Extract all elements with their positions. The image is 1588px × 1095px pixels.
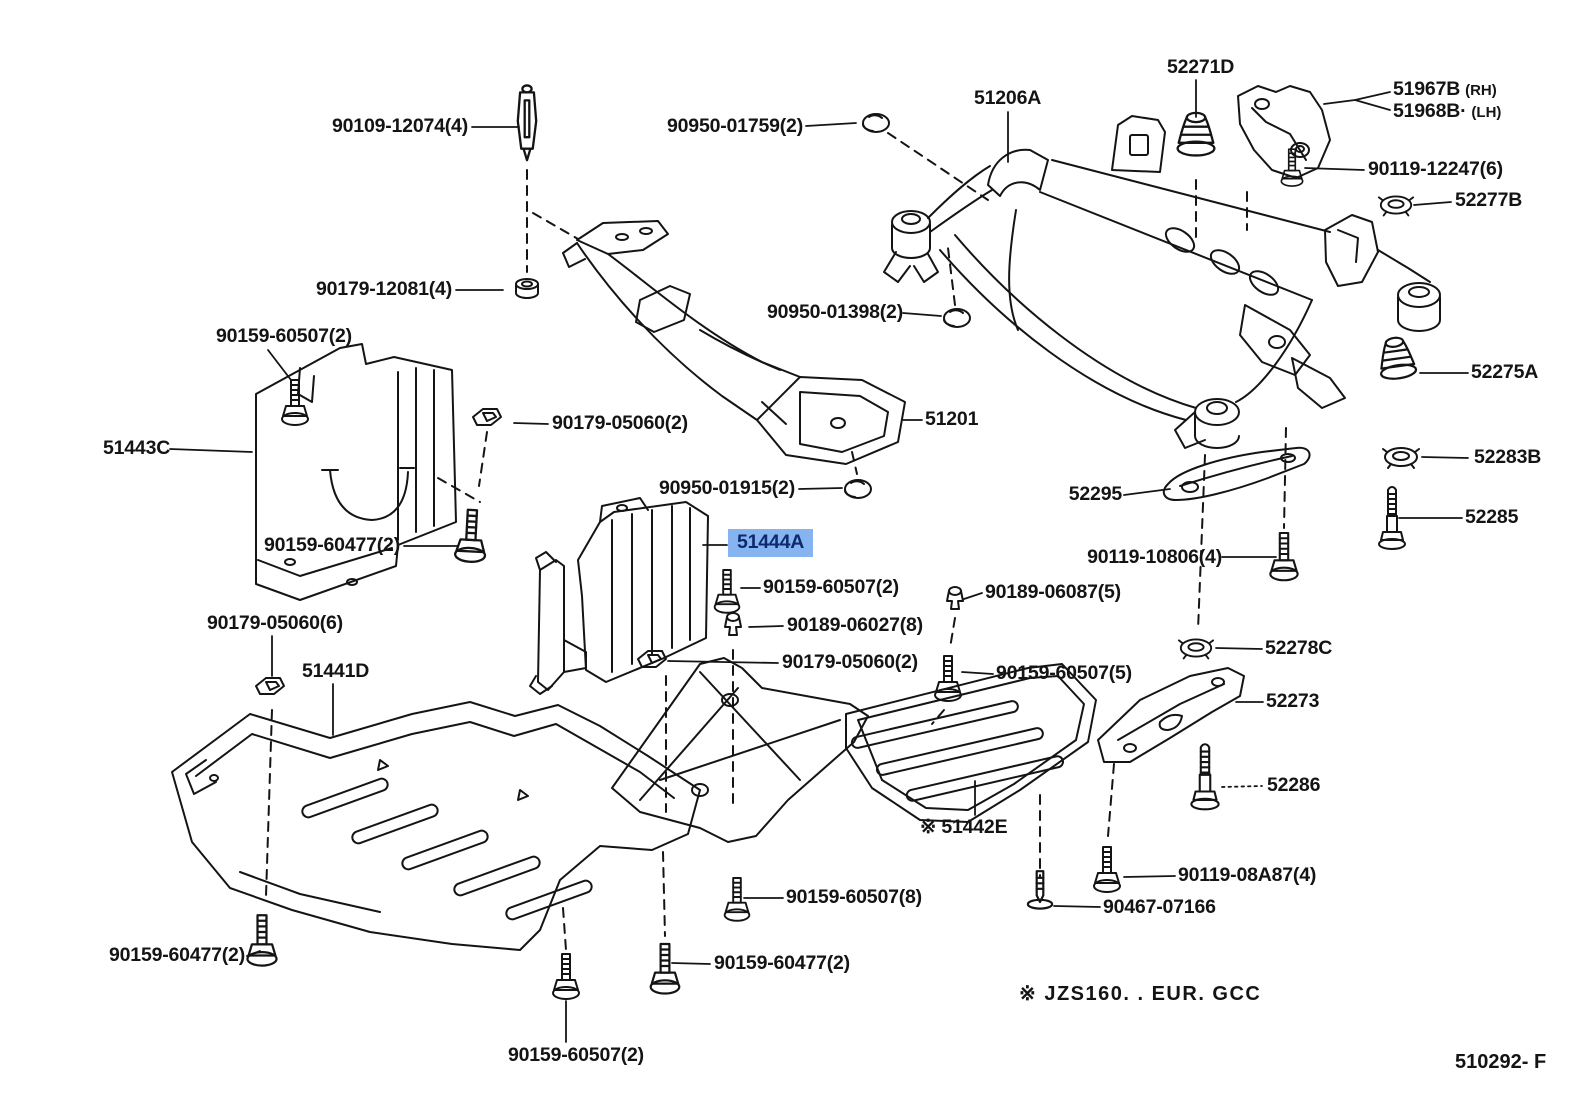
part-number: 51968B· [1393,100,1467,122]
part-label-51967B[interactable]: 51967B(RH) [1393,79,1497,101]
part-label-51206A[interactable]: 51206A [974,87,1042,109]
part-label-52295[interactable]: 52295 [1068,483,1122,505]
part-label-90189-06027[interactable]: 90189-06027(8) [787,614,923,636]
part-label-90119-08A87[interactable]: 90119-08A87(4) [1178,864,1317,886]
part-label-90119-12247[interactable]: 90119-12247(6) [1368,158,1503,180]
part-label-90159-60477-c[interactable]: 90159-60477(2) [714,952,850,974]
part-label-52277B[interactable]: 52277B [1455,189,1523,211]
part-52273-bracket-drawing [1097,667,1245,763]
leader-lines [169,79,1469,1043]
part-label-90159-60507-c[interactable]: 90159-60507(5) [996,662,1132,684]
part-label-90179-05060-a[interactable]: 90179-05060(2) [552,412,688,434]
dashed-connector-lines [265,132,1287,951]
part-label-90159-60477-b[interactable]: 90159-60477(2) [109,944,245,966]
part-label-90159-60507-b[interactable]: 90159-60507(2) [763,576,899,598]
part-label-90159-60507-d[interactable]: 90159-60507(2) [508,1044,644,1066]
part-label-90950-01915[interactable]: 90950-01915(2) [659,477,795,499]
push-pin-clip-icon [946,586,964,610]
push-pin-clip-icon [724,612,742,636]
bolt-icon [934,655,962,702]
variant-note: ※ JZS160. . EUR. GCC [1019,983,1262,1005]
part-label-90109-12074[interactable]: 90109-12074(4) [332,115,468,137]
part-label-52285[interactable]: 52285 [1465,506,1519,528]
part-label-51441D[interactable]: 51441D [302,660,370,682]
retainer-52283B-icon [1382,447,1420,469]
part-label-52283B[interactable]: 52283B [1474,446,1542,468]
part-label-90950-01759[interactable]: 90950-01759(2) [667,115,803,137]
bolt-icon [552,953,580,1000]
bolt-icon [723,877,751,922]
part-51444A-cover-drawing [529,497,709,695]
part-label-52273[interactable]: 52273 [1266,690,1320,712]
part-label-90159-60477-a[interactable]: 90159-60477(2) [264,534,400,556]
part-label-90950-01398[interactable]: 90950-01398(2) [767,301,903,323]
part-label-90179-05060-c[interactable]: 90179-05060(6) [207,612,343,634]
part-label-90179-12081[interactable]: 90179-12081(4) [316,278,452,300]
bolt-icon [246,914,278,967]
part-label-52275A[interactable]: 52275A [1471,361,1539,383]
grommet-90950-01759-icon [862,113,890,133]
small-fasteners [246,84,1420,1000]
cushion-52275A-icon [1375,334,1418,382]
bolt-icon [1093,846,1121,893]
part-label-51443C[interactable]: 51443C [103,437,171,459]
part-suffix: (LH) [1471,104,1502,121]
cushion-52271D-icon [1176,111,1216,157]
part-suffix: (RH) [1465,82,1497,99]
screw-90467-icon [1026,870,1054,910]
part-label-90179-05060-b[interactable]: 90179-05060(2) [782,651,918,673]
retainer-52277B-icon [1377,195,1415,217]
part-label-52278C[interactable]: 52278C [1265,637,1333,659]
part-51967B-bracket-drawing [1237,85,1331,179]
nut-90179-12081-icon [515,278,539,299]
part-51442E-under-cover-drawing [611,657,1097,843]
part-label-51968B[interactable]: 51968B·(LH) [1393,101,1501,123]
figure-code: 510292- F [1455,1051,1547,1073]
part-label-90119-10806[interactable]: 90119-10806(4) [1087,546,1222,568]
retainer-52278C-icon [1177,638,1215,660]
sleeve-90109-icon [516,84,538,162]
bolt-icon [649,942,681,995]
grommet-90950-01915-icon [844,479,872,499]
part-label-51201[interactable]: 51201 [925,408,979,430]
part-52295-brace-drawing [1162,446,1311,501]
part-number: 51967B [1393,78,1461,100]
part-label-90159-60507-e[interactable]: 90159-60507(8) [786,886,922,908]
part-label-51444A[interactable]: 51444A [728,529,814,557]
bolt-icon [453,508,489,564]
clip-icon [255,677,285,695]
part-label-52271D[interactable]: 52271D [1167,56,1235,78]
part-51206A-clamp-drawing [987,148,1049,197]
part-label-90159-60507-a[interactable]: 90159-60507(2) [216,325,352,347]
part-51441D-under-cover-drawing [171,701,701,951]
part-51443C-cover-drawing [255,343,457,601]
clip-icon [472,408,502,426]
rear-suspension-member-drawing [883,115,1441,449]
part-label-90189-06087[interactable]: 90189-06087(5) [985,581,1121,603]
bolt-icon [281,379,309,426]
part-label-51442E[interactable]: ※ 51442E [920,816,1008,838]
part-label-90467-07166[interactable]: 90467-07166 [1103,896,1216,918]
grommet-90950-01398-icon [943,308,971,328]
part-label-52286[interactable]: 52286 [1267,774,1321,796]
part-51201-crossmember-drawing [562,220,906,465]
bolt-icon [713,569,741,614]
stud-bolt-52286-icon [1190,743,1220,811]
